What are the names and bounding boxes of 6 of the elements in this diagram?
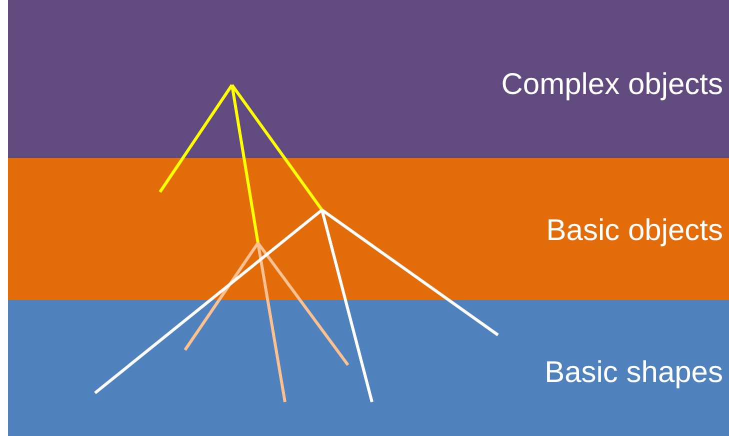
layer-band xyxy=(8,158,729,300)
layer-label: Complex objects xyxy=(501,68,723,102)
layer-label: Basic objects xyxy=(546,214,723,248)
layer-band xyxy=(8,300,729,436)
layer-label: Basic shapes xyxy=(544,356,723,390)
layer-band xyxy=(8,0,729,158)
